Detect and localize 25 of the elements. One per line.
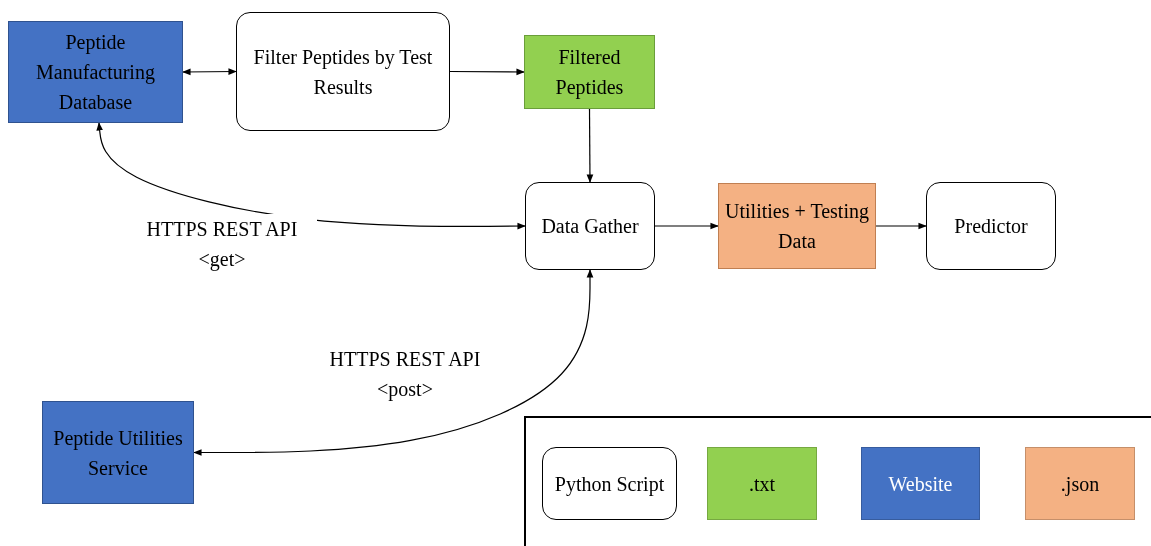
process-box — [926, 182, 1056, 270]
node-label: Data Gather — [541, 214, 639, 239]
data-box — [718, 183, 876, 269]
legend-swatch: Python Script — [542, 447, 677, 520]
data-box — [42, 401, 194, 504]
legend-swatch: .json — [1025, 447, 1135, 520]
node-label: Peptide Manufacturing Database — [35, 30, 156, 115]
arrow — [182, 68, 237, 76]
arrow — [193, 269, 594, 456]
arrow — [586, 108, 594, 183]
node-label: Filtered Peptides — [554, 45, 625, 101]
legend-swatch: .txt — [707, 447, 817, 520]
node-label: Peptide Utilities Service — [52, 425, 184, 481]
process-box — [236, 12, 450, 131]
arrow — [875, 222, 927, 230]
node-label: Utilities + Testing Data — [724, 199, 870, 254]
data-box — [8, 21, 183, 123]
node-label: Filter Peptides by Test Results — [252, 44, 434, 100]
arrow — [654, 222, 719, 230]
arrow — [96, 122, 526, 230]
arrow — [449, 68, 525, 76]
data-box — [524, 35, 655, 109]
node-label: Predictor — [954, 214, 1028, 239]
legend-swatch: Website — [861, 447, 980, 520]
process-box — [525, 182, 655, 270]
